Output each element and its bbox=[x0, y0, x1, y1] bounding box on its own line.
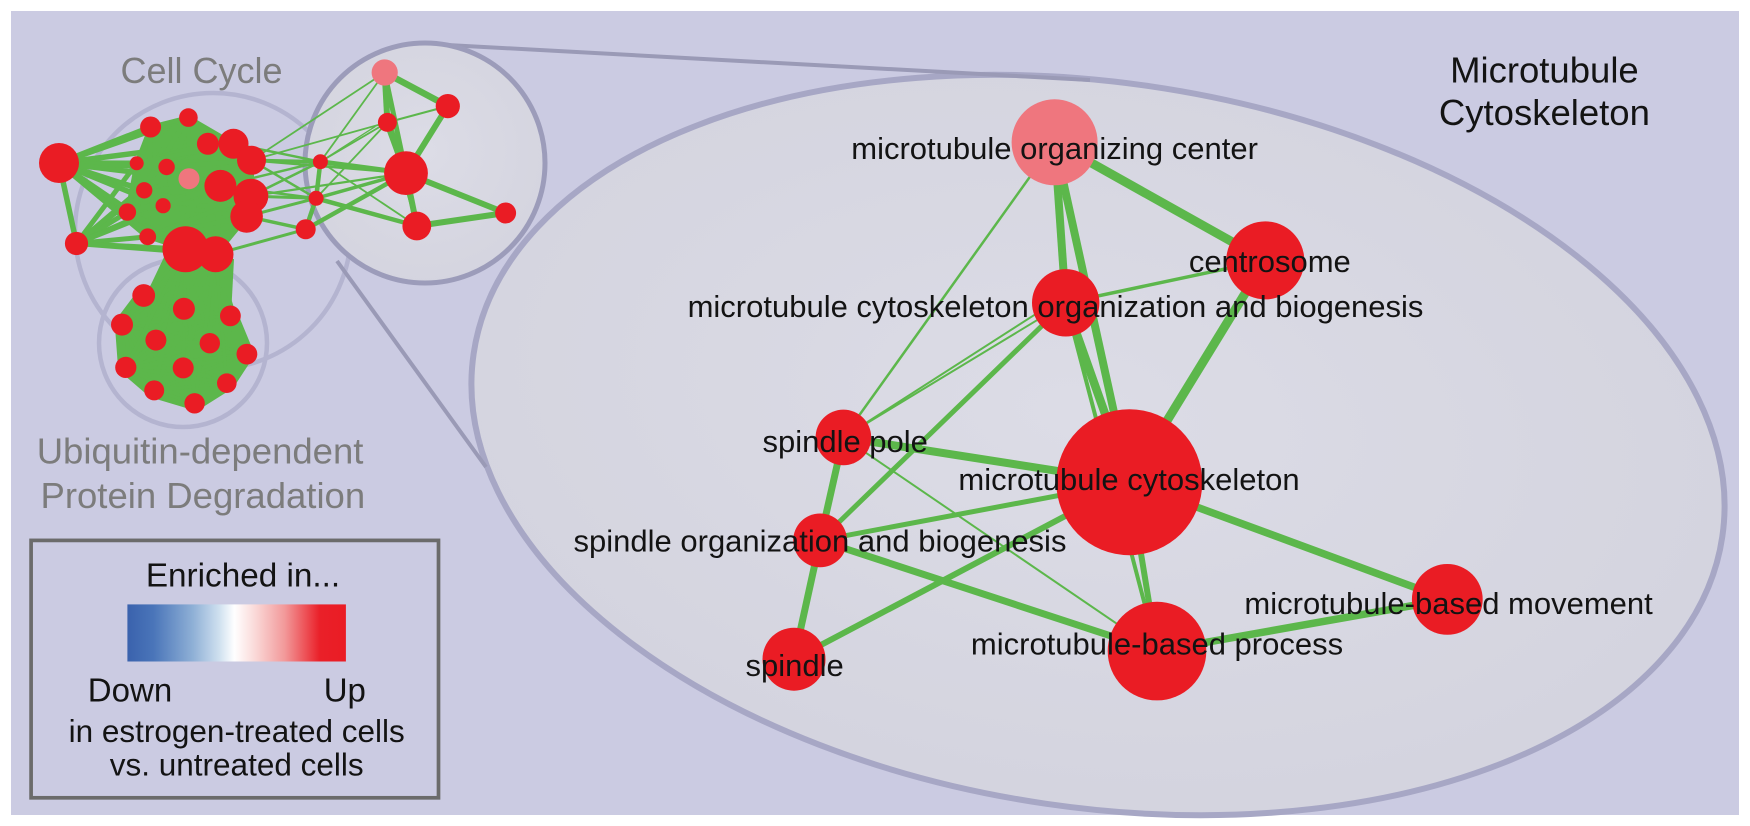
svg-text:Up: Up bbox=[324, 672, 366, 709]
svg-text:spindle organization and bioge: spindle organization and biogenesis bbox=[574, 524, 1067, 559]
svg-text:microtubule-based process: microtubule-based process bbox=[971, 627, 1343, 662]
svg-text:Enriched in...: Enriched in... bbox=[146, 558, 340, 595]
svg-text:microtubule-based movement: microtubule-based movement bbox=[1244, 586, 1653, 621]
svg-text:spindle: spindle bbox=[745, 648, 843, 683]
svg-text:in estrogen-treated cells: in estrogen-treated cells bbox=[69, 713, 405, 749]
svg-text:microtubule organizing center: microtubule organizing center bbox=[851, 131, 1258, 166]
svg-text:microtubule cytoskeleton organ: microtubule cytoskeleton organization an… bbox=[688, 289, 1424, 324]
svg-text:Ubiquitin-dependent: Ubiquitin-dependent bbox=[37, 431, 364, 472]
svg-text:Cell Cycle: Cell Cycle bbox=[121, 50, 283, 91]
svg-text:spindle pole: spindle pole bbox=[762, 424, 927, 459]
svg-text:microtubule cytoskeleton: microtubule cytoskeleton bbox=[958, 462, 1299, 497]
svg-text:Protein Degradation: Protein Degradation bbox=[41, 475, 366, 516]
svg-text:Microtubule: Microtubule bbox=[1450, 49, 1639, 90]
svg-text:Cytoskeleton: Cytoskeleton bbox=[1439, 92, 1650, 133]
svg-text:centrosome: centrosome bbox=[1189, 244, 1351, 279]
svg-text:Down: Down bbox=[88, 672, 172, 709]
svg-text:vs. untreated cells: vs. untreated cells bbox=[110, 747, 364, 783]
